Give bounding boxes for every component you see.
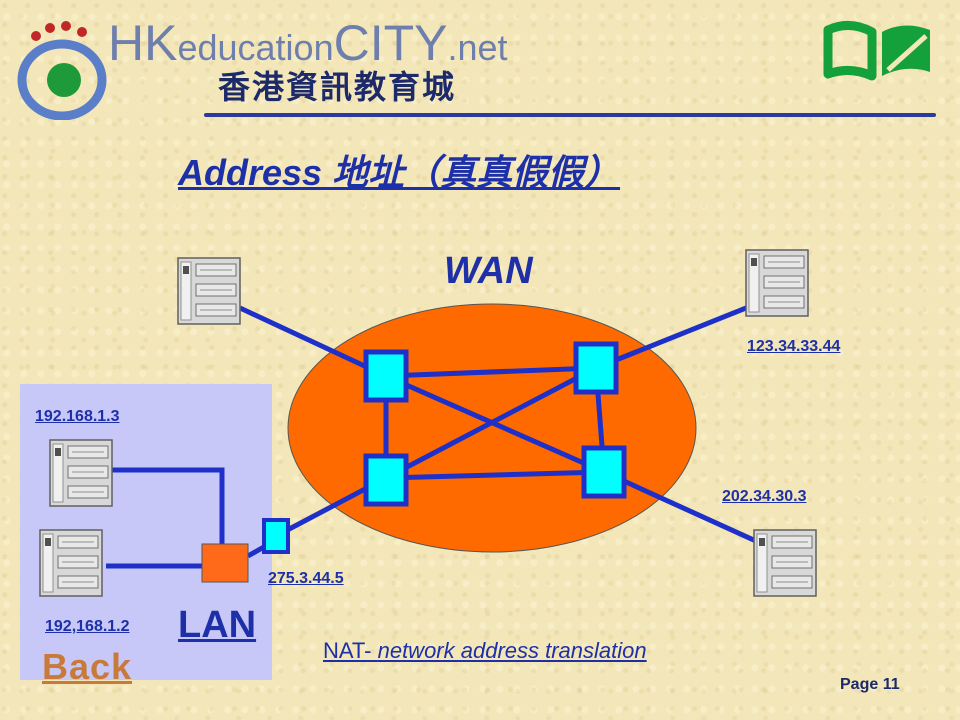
header-rule xyxy=(204,113,936,117)
lan-label: LAN xyxy=(178,604,257,646)
link xyxy=(385,365,597,379)
nat-device xyxy=(201,543,249,583)
router xyxy=(581,445,627,499)
ip-lan-pc-bottom[interactable]: 192,168.1.2 xyxy=(45,618,130,635)
logo-chinese-name: 香港資訊教育城 xyxy=(218,68,457,106)
hkedcity-logo-emblem xyxy=(17,21,107,120)
link xyxy=(238,305,388,379)
nat-gateway-router xyxy=(262,518,290,554)
router xyxy=(363,453,409,507)
logo-ring xyxy=(17,39,107,120)
logo-city: CITY xyxy=(333,15,448,71)
back-link[interactable]: Back xyxy=(42,646,133,687)
logo-dot xyxy=(45,23,55,33)
logo-globe xyxy=(47,63,81,97)
book-logo-icon xyxy=(823,21,930,81)
link xyxy=(384,365,598,481)
logo-dot xyxy=(77,27,87,37)
server-icon xyxy=(39,529,103,597)
nat-caption-prefix: NAT- xyxy=(323,638,378,663)
server-icon xyxy=(745,249,809,317)
server-icon xyxy=(753,529,817,597)
hkedcity-logo-text: HKeducationCITY.net xyxy=(108,14,508,72)
wan-cloud xyxy=(287,303,697,553)
logo-net: .net xyxy=(447,27,508,68)
nat-caption: NAT- network address translation xyxy=(323,638,647,664)
nat-caption-text: network address translation xyxy=(377,638,647,663)
router xyxy=(573,341,619,395)
ip-lan-pc-top[interactable]: 192.168.1.3 xyxy=(35,408,120,425)
page-title: Address 地址（真真假假） xyxy=(178,152,621,193)
page-number: Page 11 xyxy=(840,676,900,693)
link xyxy=(384,373,606,475)
logo-education: education xyxy=(177,27,334,68)
logo-hk: HK xyxy=(108,15,178,71)
server-icon xyxy=(49,439,113,507)
logo-dot xyxy=(61,21,71,31)
ip-wan-server-bottom-right[interactable]: 202.34.30.3 xyxy=(722,488,807,505)
logo-dot xyxy=(31,31,41,41)
link xyxy=(385,469,605,481)
lan-link xyxy=(112,467,225,560)
server-icon xyxy=(177,257,241,325)
link xyxy=(602,469,782,555)
router xyxy=(363,349,409,403)
wan-label: WAN xyxy=(444,250,533,292)
ip-wan-server-top-right[interactable]: 123.34.33.44 xyxy=(747,338,841,355)
ip-nat-router[interactable]: 275.3.44.5 xyxy=(268,570,344,587)
